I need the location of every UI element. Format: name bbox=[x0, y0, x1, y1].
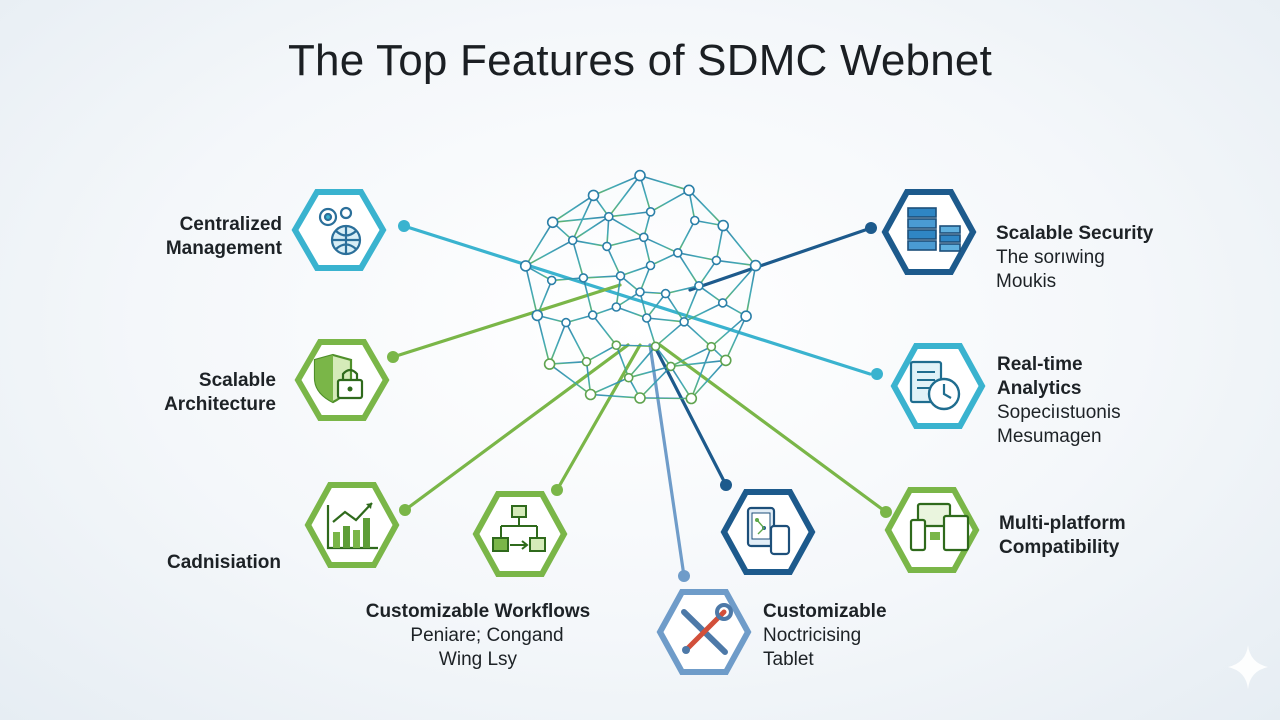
label-scalable-architecture: Scalable Architecture bbox=[120, 369, 276, 417]
hex-scalable-architecture[interactable] bbox=[294, 339, 390, 421]
tablet-phone-icon bbox=[746, 506, 791, 556]
hex-mobile[interactable] bbox=[720, 489, 816, 575]
connector-customizable bbox=[648, 343, 686, 578]
label-workflows: Customizable Workflows Peniare; Congand … bbox=[340, 600, 616, 672]
server-stack-icon bbox=[907, 207, 961, 252]
hex-cadnisiation[interactable] bbox=[304, 482, 400, 568]
connector-multiplatform bbox=[658, 343, 888, 514]
label-workflows-sub2: Wing Lsy bbox=[438, 649, 518, 670]
label-security-line1: Scalable Security bbox=[996, 223, 1154, 244]
label-customizable-line1: Customizable bbox=[763, 601, 887, 622]
label-centralized-line2: Management bbox=[165, 238, 282, 259]
wrench-screwdriver-icon bbox=[681, 603, 733, 655]
label-analytics-line1: Real-time bbox=[997, 354, 1083, 375]
page-title: The Top Features of SDMC Webnet bbox=[287, 36, 992, 85]
label-cadnisiation-line1: Cadnisiation bbox=[167, 552, 282, 573]
label-multiplatform-line1: Multi-platform bbox=[999, 513, 1126, 534]
report-clock-icon bbox=[909, 360, 961, 411]
label-customizable: Customizable Noctricising Tablet bbox=[763, 600, 943, 672]
label-centralized: Centralized Management bbox=[120, 213, 282, 261]
label-security: Scalable Security The sorıwing Moukis bbox=[996, 222, 1196, 294]
label-security-sub2: Moukis bbox=[996, 271, 1057, 292]
label-workflows-line1: Customizable Workflows bbox=[365, 601, 591, 622]
devices-icon bbox=[909, 502, 970, 552]
label-customizable-sub2: Tablet bbox=[763, 649, 814, 670]
label-centralized-line1: Centralized bbox=[179, 214, 282, 235]
hex-customizable[interactable] bbox=[656, 589, 752, 675]
gears-globe-icon bbox=[318, 206, 362, 256]
label-multiplatform: Multi-platform Compatibility bbox=[999, 512, 1179, 560]
label-customizable-sub1: Noctricising bbox=[763, 625, 862, 646]
label-scalable-architecture-line1: Scalable bbox=[198, 370, 276, 391]
label-scalable-architecture-line2: Architecture bbox=[164, 394, 276, 415]
label-analytics: Real-time Analytics Sopeciıstuonis Mesum… bbox=[997, 353, 1177, 449]
label-workflows-sub1: Peniare; Congand bbox=[410, 625, 564, 646]
connector-security bbox=[688, 226, 873, 292]
connector-dots bbox=[387, 220, 892, 582]
flowchart-icon bbox=[492, 505, 546, 552]
bar-chart-icon bbox=[326, 502, 378, 550]
hex-workflows[interactable] bbox=[472, 491, 568, 577]
connector-lines bbox=[391, 224, 888, 578]
hex-centralized[interactable] bbox=[291, 189, 387, 271]
network-globe-icon bbox=[519, 169, 762, 405]
hex-security[interactable] bbox=[881, 189, 977, 275]
hex-analytics[interactable] bbox=[890, 343, 986, 429]
sparkle-icon bbox=[1228, 645, 1268, 689]
label-security-sub1: The sorıwing bbox=[996, 247, 1105, 268]
label-analytics-sub2: Mesumagen bbox=[997, 426, 1102, 447]
connector-centralized bbox=[402, 224, 872, 376]
hex-multiplatform[interactable] bbox=[884, 487, 980, 573]
shield-lock-icon bbox=[313, 353, 364, 404]
label-analytics-sub1: Sopeciıstuonis bbox=[997, 402, 1121, 423]
label-cadnisiation: Cadnisiation bbox=[167, 551, 327, 575]
label-multiplatform-line2: Compatibility bbox=[999, 537, 1120, 558]
connector-scalable-architecture bbox=[391, 283, 622, 359]
label-analytics-line2: Analytics bbox=[997, 378, 1082, 399]
connector-cadnisiation bbox=[403, 343, 630, 512]
